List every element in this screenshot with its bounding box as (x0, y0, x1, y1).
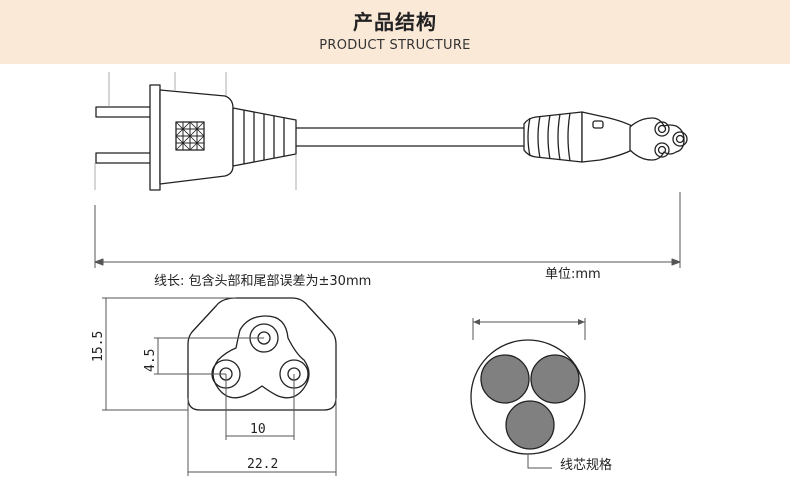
c5-connector (523, 111, 688, 163)
page-title: 产品结构 (353, 10, 437, 34)
socket-dimensions (102, 297, 337, 476)
length-note: 线长: 包含头部和尾部误差为±30mm (154, 273, 371, 289)
cable (296, 127, 526, 147)
length-dimension (94, 192, 681, 268)
socket-width-label: 22.2 (247, 457, 278, 472)
grip-pattern (175, 121, 205, 151)
cross-section (470, 318, 586, 469)
unit-label: 单位:mm (545, 267, 601, 282)
page-subtitle: PRODUCT STRUCTURE (319, 38, 471, 53)
socket-face (187, 297, 337, 411)
pin-spacing-h-label: 10 (250, 422, 266, 437)
header-banner: 产品结构 PRODUCT STRUCTURE (0, 0, 790, 64)
core-spec-label: 线芯规格 (560, 457, 612, 473)
pin-spacing-v-label: 4.5 (143, 349, 158, 372)
socket-height-label: 15.5 (91, 331, 106, 362)
